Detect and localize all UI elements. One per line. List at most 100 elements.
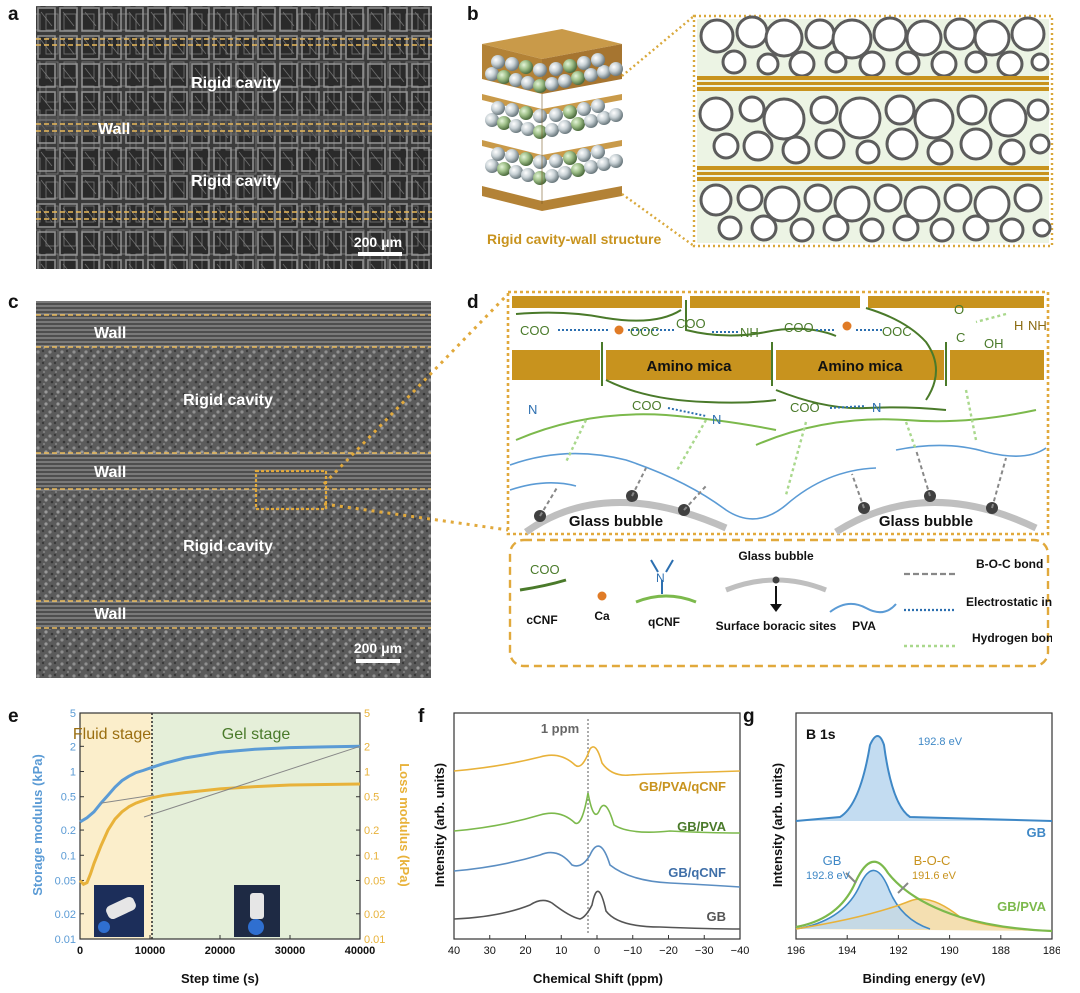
label-series-gb-qcnf: GB/qCNF bbox=[668, 865, 726, 880]
legend-pva: PVA bbox=[852, 619, 876, 633]
chart-e-annotation-gel: Gel stage bbox=[222, 726, 291, 743]
e-ytick-label-right-1: 0.02 bbox=[364, 909, 385, 921]
panel-letter-e: e bbox=[8, 706, 19, 727]
series-gb-pva bbox=[453, 792, 741, 834]
e-ytick-label-left-6: 1 bbox=[70, 767, 76, 779]
chart-g-ann-boc: B-O-C bbox=[914, 853, 951, 868]
f-xtick-label-8: −40 bbox=[731, 945, 750, 957]
panel-letter-a: a bbox=[8, 4, 19, 25]
label-cooh-c: C bbox=[956, 330, 965, 345]
e-xtick-label-4: 40000 bbox=[345, 945, 376, 957]
cross-section bbox=[697, 15, 1052, 243]
chart-e-ylabel-right: Loss modulus (kPa) bbox=[397, 763, 412, 887]
cube-3d bbox=[482, 29, 623, 211]
legend-n-plus: N bbox=[656, 571, 665, 585]
scale-bar-a bbox=[358, 252, 402, 256]
e-xtick-label-2: 20000 bbox=[205, 945, 236, 957]
sem-image-c: Wall Rigid cavity Wall Rigid cavity Wall… bbox=[36, 301, 431, 678]
chart-e-ylabel-left: Storage modulus (kPa) bbox=[30, 754, 45, 896]
e-xtick-label-1: 10000 bbox=[135, 945, 166, 957]
chart-e-xlabel: Step time (s) bbox=[181, 971, 259, 986]
chart-f-ylabel: Intensity (arb. units) bbox=[432, 763, 447, 887]
g-xtick-label-0: 196 bbox=[787, 945, 805, 957]
f-xtick-label-6: −20 bbox=[659, 945, 678, 957]
e-series-storage bbox=[79, 744, 361, 824]
e-ytick-label-right-4: 0.2 bbox=[364, 825, 379, 837]
e-ytick-label-left-2: 0.05 bbox=[55, 875, 76, 887]
label-rigid-cavity-c1: Rigid cavity bbox=[183, 392, 273, 409]
label-hnh-nh: NH bbox=[1028, 318, 1047, 333]
label-glass-bubble-2: Glass bubble bbox=[879, 513, 973, 530]
panel-letter-g: g bbox=[743, 706, 755, 727]
e-ytick-label-left-0: 0.01 bbox=[55, 934, 76, 946]
f-xtick-label-4: 0 bbox=[594, 945, 600, 957]
f-xtick-label-3: 10 bbox=[555, 945, 567, 957]
label-amino-mica-2: Amino mica bbox=[817, 358, 903, 375]
chart-g-xlabel: Binding energy (eV) bbox=[863, 971, 986, 986]
label-n-plus-2: N bbox=[712, 412, 721, 427]
series-gb bbox=[453, 890, 741, 930]
e-ytick-label-right-3: 0.1 bbox=[364, 850, 379, 862]
e-xtick-label-0: 0 bbox=[77, 945, 83, 957]
label-coo-3: COO bbox=[784, 320, 814, 335]
label-n-plus-3: N bbox=[872, 400, 881, 415]
e-ytick-label-left-3: 0.1 bbox=[61, 850, 76, 862]
e-ytick-label-left-5: 0.5 bbox=[61, 792, 76, 804]
series-gb-qcnf bbox=[453, 845, 741, 888]
e-ytick-label-right-0: 0.01 bbox=[364, 934, 385, 946]
scale-bar-label-a: 200 μm bbox=[354, 234, 402, 250]
f-xtick-label-0: 40 bbox=[448, 945, 460, 957]
f-xtick-label-7: −30 bbox=[695, 945, 714, 957]
legend-d-box bbox=[508, 538, 1050, 668]
f-xtick-label-2: 20 bbox=[519, 945, 531, 957]
e-guide-line bbox=[143, 745, 361, 818]
g-xtick-label-1: 194 bbox=[838, 945, 856, 957]
legend-surface: Surface boracic sites bbox=[716, 619, 837, 633]
label-ooc-2: OOC bbox=[882, 324, 912, 339]
chart-g-ylabel: Intensity (arb. units) bbox=[770, 763, 785, 887]
label-wall-a: Wall bbox=[98, 121, 130, 138]
legend-electrostatic: Electrostatic interaction bbox=[966, 595, 1052, 609]
e-ytick-label-right-7: 2 bbox=[364, 741, 370, 753]
gbpva-peak-gb bbox=[795, 869, 931, 930]
cavity-wall-illustration: Rigid cavity-wall structure bbox=[482, 14, 1054, 248]
chart-g-peak-gb: 192.8 eV bbox=[918, 736, 963, 748]
legend-qcnf: qCNF bbox=[648, 615, 680, 629]
label-rigid-cavity-c2: Rigid cavity bbox=[183, 538, 273, 555]
g-xtick-label-3: 190 bbox=[940, 945, 958, 957]
g-xtick-label-5: 186 bbox=[1043, 945, 1060, 957]
chart-f-annotation: 1 ppm bbox=[541, 721, 579, 736]
label-coo-5: COO bbox=[790, 400, 820, 415]
interaction-schematic: Amino mica Amino mica bbox=[506, 290, 1052, 668]
e-ytick-label-left-7: 2 bbox=[70, 741, 76, 753]
label-rigid-cavity-a2: Rigid cavity bbox=[191, 173, 281, 190]
arrow-boc bbox=[897, 882, 909, 894]
label-ooc-1: OOC bbox=[630, 324, 660, 339]
label-rigid-cavity-a1: Rigid cavity bbox=[191, 75, 281, 92]
caption-cavity-wall: Rigid cavity-wall structure bbox=[487, 231, 661, 247]
chart-e-annotation-fluid: Fluid stage bbox=[73, 726, 151, 743]
label-amino-mica-1: Amino mica bbox=[646, 358, 732, 375]
e-xtick-label-3: 30000 bbox=[275, 945, 306, 957]
chart-g-label-gbpva: GB/PVA bbox=[997, 899, 1046, 914]
chart-g-ann-gb: GB bbox=[823, 853, 842, 868]
inset-photo-gel bbox=[234, 885, 280, 937]
label-series-gb-pva-qcnf: GB/PVA/qCNF bbox=[639, 779, 726, 794]
label-nh3: NH bbox=[740, 325, 759, 340]
e-guide-line-2 bbox=[100, 794, 155, 804]
gb-fill bbox=[796, 736, 1052, 821]
inset-photo-fluid bbox=[94, 885, 144, 937]
chart-g-ann-boc-ev: 191.6 eV bbox=[912, 870, 957, 882]
e-ytick-label-left-8: 5 bbox=[70, 708, 76, 720]
series-gb-pva-qcnf bbox=[453, 746, 741, 777]
f-xtick-label-5: −10 bbox=[623, 945, 642, 957]
label-cooh-o: O bbox=[954, 302, 964, 317]
panel-letter-d: d bbox=[467, 292, 479, 313]
label-wall-c3: Wall bbox=[94, 606, 126, 623]
e-ytick-label-left-1: 0.02 bbox=[55, 909, 76, 921]
f-xtick-label-1: 30 bbox=[484, 945, 496, 957]
arrow-gb bbox=[845, 872, 857, 884]
